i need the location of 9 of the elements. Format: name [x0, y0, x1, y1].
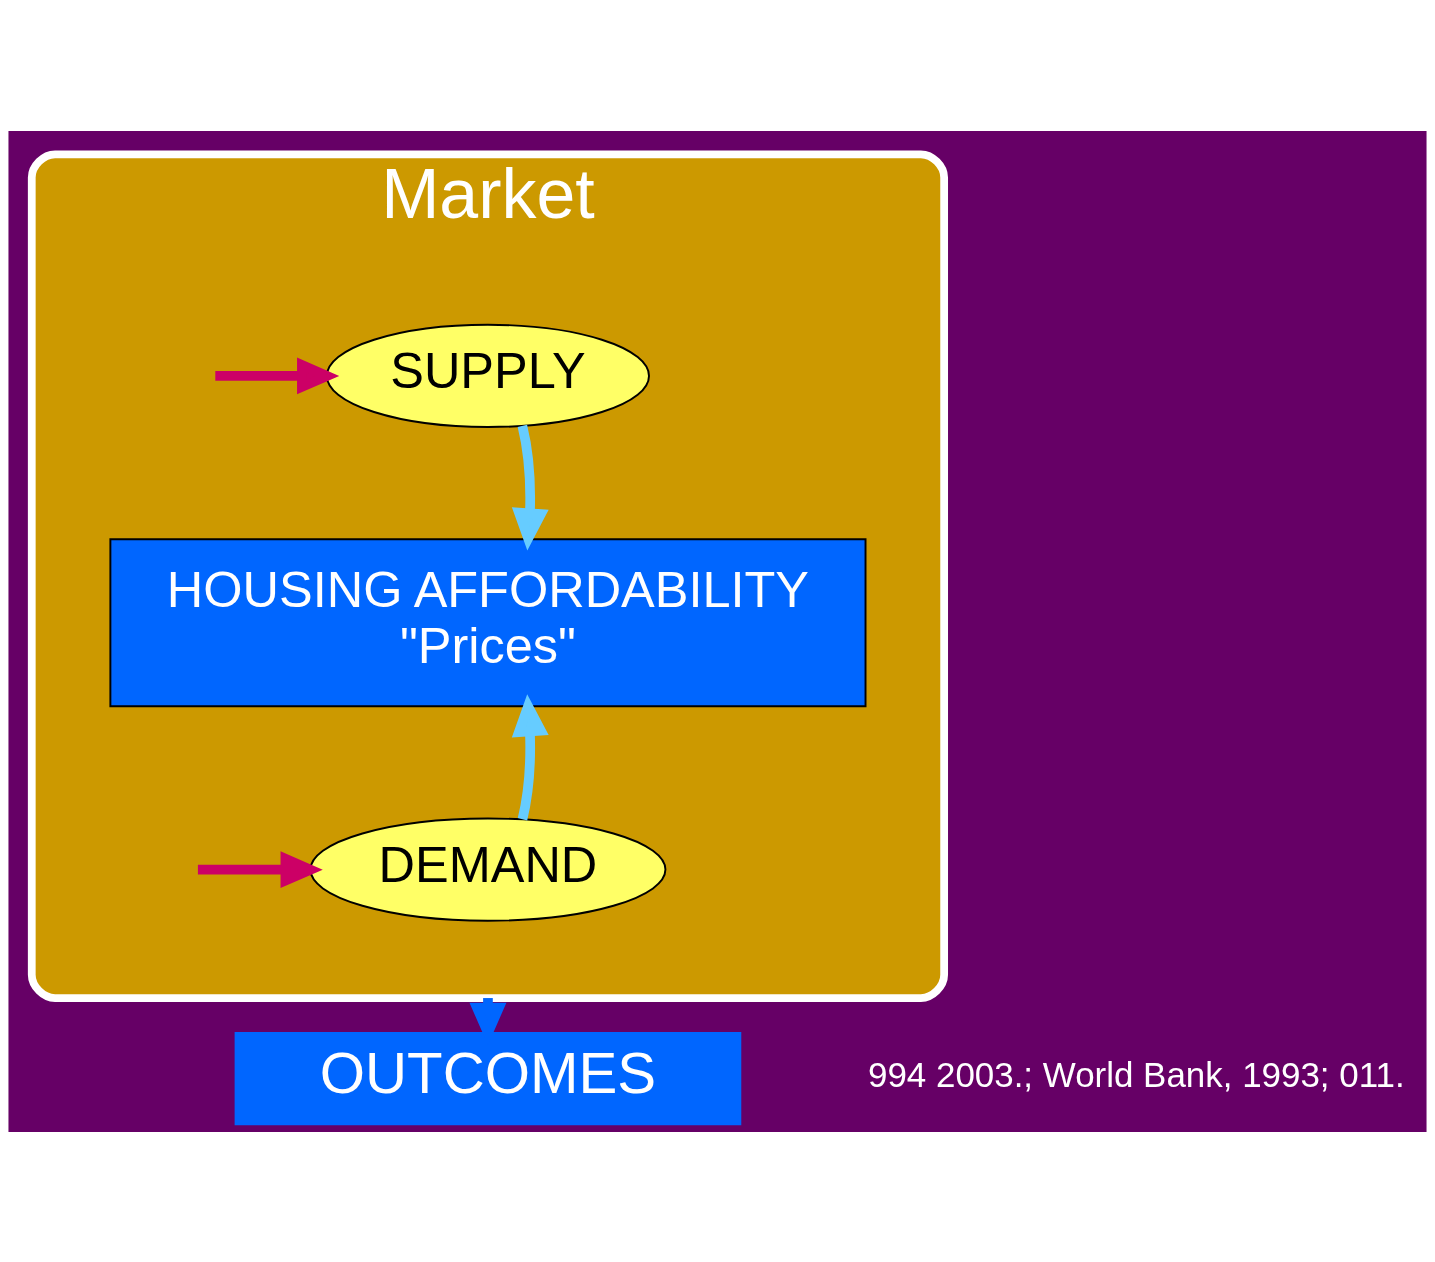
arrow	[215, 356, 340, 394]
arrow	[511, 693, 549, 820]
node-ellipse: SUPPLY	[325, 323, 650, 428]
node-ellipse: DEMAND	[309, 817, 667, 922]
arrow	[511, 424, 549, 551]
arrow	[197, 850, 323, 888]
node-box: HOUSING AFFORDABILITY "Prices"	[109, 537, 867, 707]
node-box: OUTCOMES	[234, 1031, 742, 1125]
label: 994 2003.; World Bank, 1993; 011.	[867, 1054, 1405, 1094]
